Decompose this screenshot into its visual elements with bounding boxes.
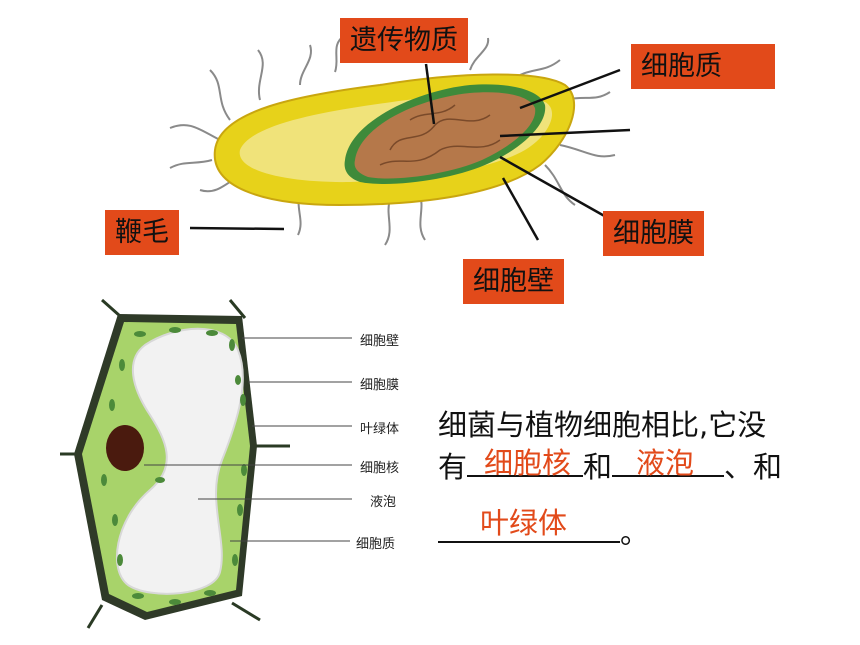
label-bacterium-cytoplasm: 细胞质 [631,44,775,89]
label-vacuole: 液泡 [370,495,397,510]
label-bacterium-cell-wall: 细胞壁 [463,259,564,304]
answer-vacuole: 液泡 [636,446,695,480]
blank-3 [438,519,620,543]
blank-2 [612,453,725,477]
question-line-2: 有 和 、和 [438,446,838,488]
plant-cell-leader-lines [144,337,352,542]
label-chloroplast: 叶绿体 [360,422,400,437]
question-text: 细菌与植物细胞相比,它没 有 和 、和 。 [438,404,838,554]
label-plant-cytoplasm: 细胞质 [356,537,396,552]
answer-chloroplast: 叶绿体 [480,506,568,540]
label-plant-cell-membrane: 细胞膜 [360,378,400,393]
label-bacterium-cell-membrane: 细胞膜 [603,211,704,256]
bacterium-illustration [169,34,616,246]
bacterium-leader-lines [189,63,631,241]
question-end: 。 [620,516,650,550]
answer-nucleus: 细胞核 [484,446,572,480]
blank-1 [467,453,584,477]
label-flagellum: 鞭毛 [105,210,179,255]
question-line-3: 。 [438,512,838,554]
question-sep: 、和 [724,450,783,484]
question-prefix: 有 [438,450,468,484]
label-genetic-material: 遗传物质 [340,18,468,63]
label-nucleus: 细胞核 [360,461,400,476]
label-plant-cell-wall: 细胞壁 [360,334,400,349]
question-and: 和 [583,450,613,484]
question-line-1: 细菌与植物细胞相比,它没 [438,408,767,442]
plant-cell-illustration [60,298,290,629]
